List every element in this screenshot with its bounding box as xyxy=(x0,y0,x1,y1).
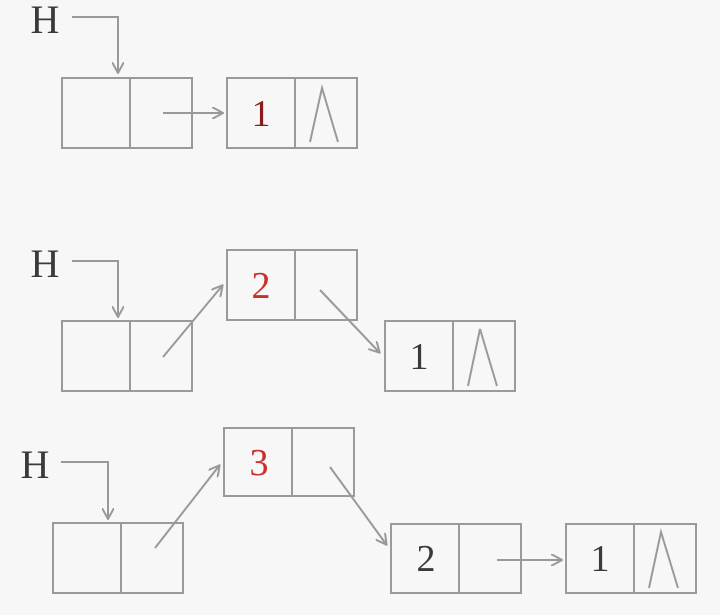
head-pointer-arrow xyxy=(61,461,108,518)
null-pointer-icon xyxy=(648,528,679,589)
node-value: 2 xyxy=(251,265,271,307)
node-value: 1 xyxy=(409,336,429,378)
step-3 xyxy=(52,427,697,594)
node-value: 2 xyxy=(416,538,436,580)
node-2 xyxy=(390,523,522,594)
next-pointer-arrow xyxy=(329,466,386,544)
null-pointer-icon xyxy=(467,328,498,387)
next-pointer-arrow xyxy=(154,466,219,549)
node-1 xyxy=(565,523,697,594)
head-pointer-arrow xyxy=(72,16,118,72)
head-node xyxy=(61,320,193,392)
head-label: H xyxy=(30,0,60,42)
head-label: H xyxy=(20,442,50,487)
next-pointer-arrow xyxy=(319,289,379,352)
next-pointer-arrow xyxy=(162,286,222,358)
step-2 xyxy=(61,249,516,392)
head-label: H xyxy=(30,241,60,286)
node-3 xyxy=(223,427,355,497)
node-2 xyxy=(226,249,358,321)
step-1 xyxy=(61,16,358,149)
head-node xyxy=(52,522,184,594)
null-pointer-icon xyxy=(309,84,339,143)
node-value: 1 xyxy=(251,93,271,135)
node-1 xyxy=(384,320,516,392)
head-pointer-arrow xyxy=(72,260,118,316)
node-value: 3 xyxy=(249,442,269,484)
node-value: 1 xyxy=(590,538,610,580)
